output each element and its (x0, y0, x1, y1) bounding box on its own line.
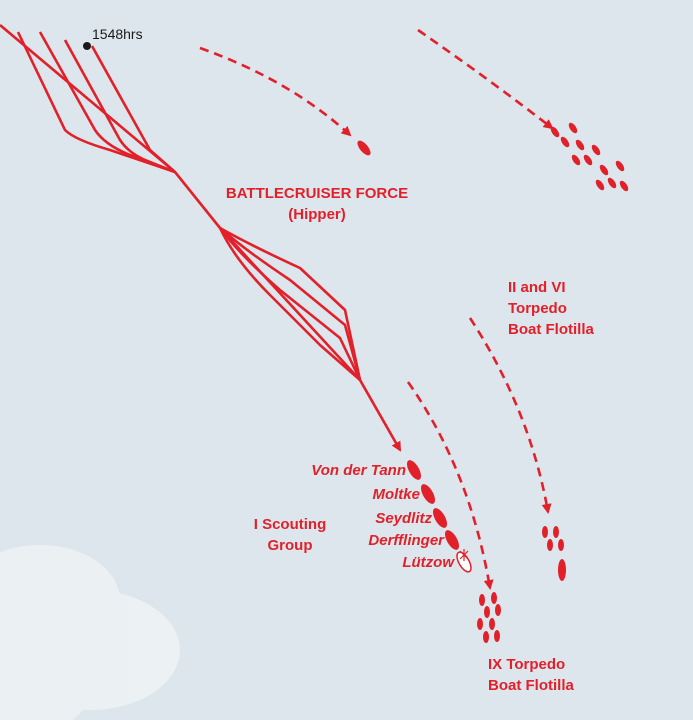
flotilla-9-line2: Boat Flotilla (488, 677, 574, 694)
ship-label: Moltke (372, 486, 420, 503)
ship-label: Von der Tann (311, 462, 406, 479)
scouting-group-label: I Scouting Group (240, 514, 340, 556)
flotilla-2-6-line3: Boat Flotilla (508, 321, 594, 338)
cloud-shape (0, 545, 180, 720)
flotilla-2-6-line1: II and VI (508, 279, 566, 296)
scouting-group-line1: I Scouting (253, 516, 327, 533)
flotilla-group-right (542, 526, 566, 581)
scouting-group-line2: Group (267, 537, 313, 554)
ship-label: Lützow (402, 554, 454, 571)
time-label: 1548hrs (92, 26, 143, 42)
ship-label: Seydlitz (375, 510, 432, 527)
scouting-group-ships (407, 460, 472, 573)
battlecruiser-force-label: BATTLECRUISER FORCE (Hipper) (222, 183, 412, 225)
battlecruiser-track (0, 24, 402, 452)
flotilla-9-line1: IX Torpedo (488, 656, 566, 673)
flotilla-group-bottom (477, 592, 501, 643)
flotilla-2-6-label: II and VI Torpedo Boat Flotilla (508, 277, 594, 340)
flotilla-group-top (550, 122, 629, 192)
flotilla-9-label: IX Torpedo Boat Flotilla (488, 654, 574, 696)
force-line1: BATTLECRUISER FORCE (225, 185, 409, 202)
start-marker (83, 42, 91, 50)
command-flag-icon (459, 549, 469, 561)
flotilla-2-6-line2: Torpedo (508, 300, 567, 317)
force-line2: (Hipper) (288, 206, 346, 223)
ship-marks (357, 122, 629, 643)
dashed-tracks (199, 28, 554, 590)
ship-label: Derfflinger (368, 532, 444, 549)
